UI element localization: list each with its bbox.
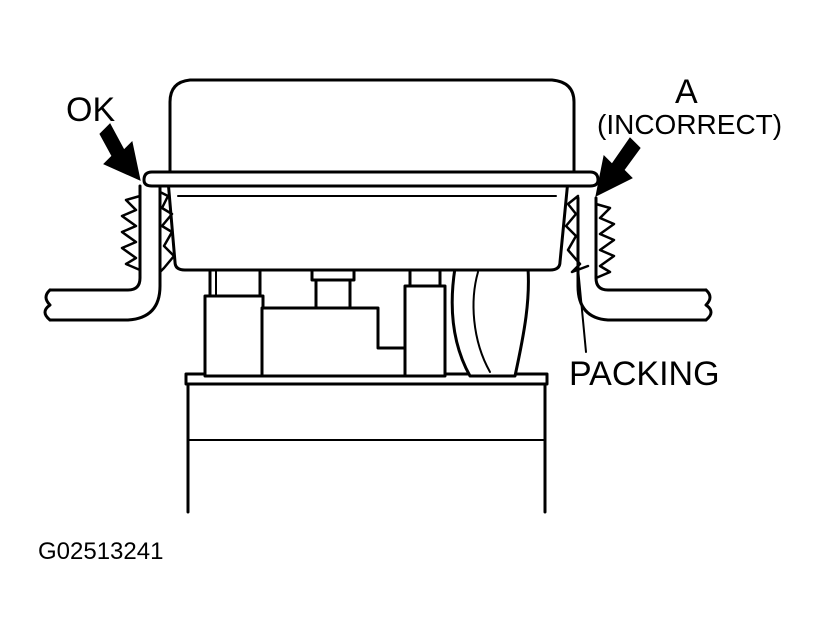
- incorrect-label: (INCORRECT): [597, 109, 783, 140]
- figure-code: G02513241: [38, 538, 164, 565]
- right-tank-wall: [564, 194, 713, 322]
- pump-body: [184, 372, 549, 514]
- left-packing: [158, 190, 176, 274]
- packing-leader-line: [577, 267, 587, 353]
- ok-arrow-icon: [99, 123, 141, 181]
- internal-components: [203, 262, 530, 378]
- lid-rim: [142, 170, 600, 188]
- ok-label: OK: [66, 91, 116, 129]
- left-tank-wall: [43, 184, 176, 322]
- right-gasket: [594, 202, 616, 280]
- a-label: A: [675, 73, 698, 111]
- incorrect-arrow-icon: [595, 137, 641, 197]
- left-gasket: [120, 194, 142, 272]
- pump-cover: [168, 78, 576, 174]
- lid-flange: [166, 178, 570, 272]
- right-packing: [564, 194, 590, 274]
- packing-label: PACKING: [569, 355, 720, 393]
